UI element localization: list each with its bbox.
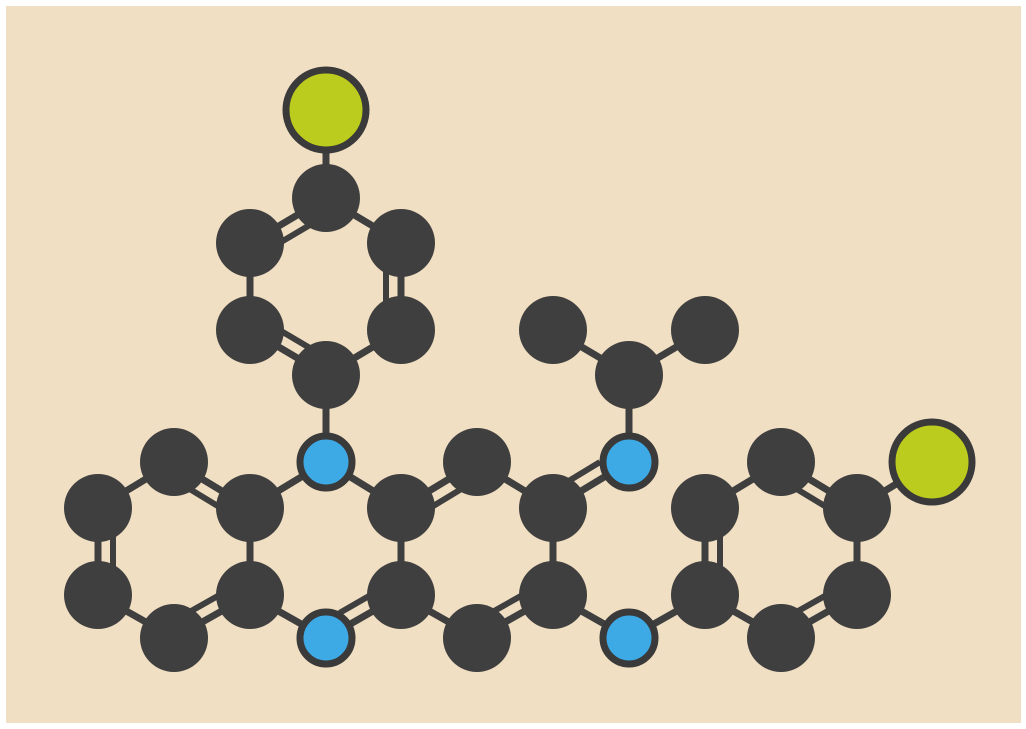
carbon-atom-i2 <box>519 296 587 364</box>
atom-layer <box>64 66 976 672</box>
carbon-atom-c2 <box>519 474 587 542</box>
double-bond-c3-c4-second-line <box>489 591 526 616</box>
carbon-atom-a6 <box>64 561 132 629</box>
nitrogen-atom-n4 <box>599 608 659 668</box>
carbon-atom-d1 <box>671 561 739 629</box>
carbon-atom-p1 <box>292 341 360 409</box>
carbon-atom-p6 <box>367 296 435 364</box>
carbon-atom-d5 <box>823 561 891 629</box>
carbon-atom-i1 <box>595 341 663 409</box>
chlorine-atom-cl1 <box>282 66 370 154</box>
carbon-atom-b1 <box>367 474 435 542</box>
carbon-atom-d4 <box>823 474 891 542</box>
carbon-atom-b2 <box>367 561 435 629</box>
double-bond-b1-c1-second-line <box>428 485 466 511</box>
double-bond-b2-n2-second-line <box>338 591 375 616</box>
chlorine-atom-cl2 <box>888 418 976 506</box>
carbon-atom-c3 <box>519 561 587 629</box>
double-bond-c2-n3-second-line <box>564 459 602 485</box>
carbon-atom-p3 <box>216 209 284 277</box>
carbon-atom-d6 <box>747 604 815 672</box>
carbon-atom-p4 <box>292 164 360 232</box>
carbon-atom-a2 <box>140 428 208 496</box>
carbon-atom-p5 <box>367 209 435 277</box>
double-bond-a4-a5-second-line <box>186 591 223 616</box>
carbon-atom-a1 <box>64 474 132 542</box>
carbon-atom-d3 <box>747 428 815 496</box>
nitrogen-atom-n2 <box>296 608 356 668</box>
nitrogen-atom-n3 <box>599 432 659 492</box>
carbon-atom-d2 <box>671 474 739 542</box>
carbon-atom-a5 <box>140 604 208 672</box>
nitrogen-atom-n1 <box>296 432 356 492</box>
carbon-atom-c1 <box>443 428 511 496</box>
double-bond-d5-d6-second-line <box>793 591 830 616</box>
double-bond-d3-d4-second-line <box>792 485 830 511</box>
carbon-atom-c4 <box>443 604 511 672</box>
double-bond-a2-a3-second-line <box>185 485 223 511</box>
carbon-atom-a3 <box>216 474 284 542</box>
double-bond-p3-p4-second-line <box>277 220 314 246</box>
carbon-atom-i3 <box>671 296 739 364</box>
double-bond-p1-p2-second-line <box>277 327 314 353</box>
carbon-atom-p2 <box>216 296 284 364</box>
carbon-atom-a4 <box>216 561 284 629</box>
